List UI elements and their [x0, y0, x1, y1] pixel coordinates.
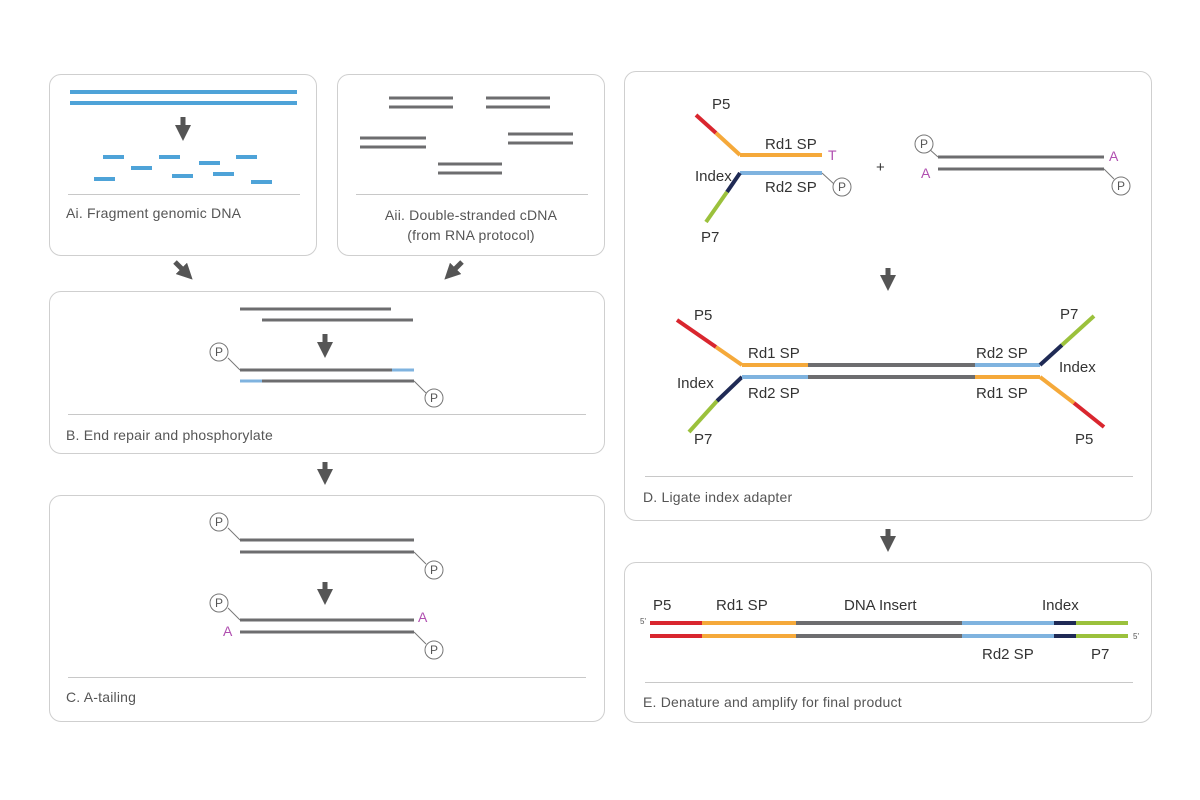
- unrepaired-fragment: [240, 307, 413, 322]
- phosphate-c2-right: P: [424, 640, 444, 660]
- phosphate-insert-right: P: [1111, 176, 1131, 196]
- svg-text:P: P: [215, 345, 223, 359]
- svg-text:P: P: [215, 515, 223, 529]
- caption-c: C. A-tailing: [66, 689, 137, 705]
- svg-text:P5: P5: [653, 597, 671, 614]
- svg-text:5': 5': [640, 617, 646, 626]
- svg-text:P: P: [430, 563, 438, 577]
- panel-d: [624, 71, 1152, 521]
- svg-text:Rd1 SP: Rd1 SP: [716, 597, 768, 614]
- svg-text:Rd1 SP: Rd1 SP: [765, 136, 817, 153]
- svg-text:A: A: [418, 609, 428, 625]
- divider-d: [645, 476, 1133, 477]
- repaired-fragment: [227, 357, 427, 394]
- divider-b: [68, 414, 586, 415]
- svg-text:P5: P5: [1075, 431, 1093, 448]
- phosphate-c2-left: P: [209, 593, 229, 613]
- a-tailed-fragment: A A: [223, 607, 428, 645]
- plus-sign: +: [876, 159, 885, 176]
- svg-text:P: P: [1117, 179, 1125, 193]
- phosphate-b-left: P: [209, 342, 229, 362]
- svg-text:P: P: [215, 596, 223, 610]
- svg-text:P: P: [838, 180, 846, 194]
- divider-ai: [68, 194, 300, 195]
- svg-text:P7: P7: [1060, 306, 1078, 323]
- panel-b: [49, 291, 605, 454]
- ligated-product: P5 Rd1 SP Index Rd2 SP P7 P7 Rd2 SP Inde…: [675, 306, 1106, 448]
- svg-text:Rd1 SP: Rd1 SP: [748, 345, 800, 362]
- caption-aii: Aii. Double-stranded cDNA (from RNA prot…: [337, 205, 605, 245]
- svg-text:Index: Index: [677, 375, 714, 392]
- divider-c: [68, 677, 586, 678]
- phosphate-c1-left: P: [209, 512, 229, 532]
- svg-text:Index: Index: [1042, 597, 1079, 614]
- svg-text:Index: Index: [1059, 359, 1096, 376]
- svg-text:A: A: [1109, 148, 1119, 164]
- svg-text:P: P: [430, 391, 438, 405]
- svg-text:P7: P7: [694, 431, 712, 448]
- panel-e: [624, 562, 1152, 723]
- svg-text:A: A: [921, 165, 931, 181]
- arrow-ai-to-b: [173, 260, 193, 280]
- svg-text:T: T: [828, 147, 837, 163]
- caption-e: E. Denature and amplify for final produc…: [643, 694, 902, 710]
- panel-c: [49, 495, 605, 722]
- cdna-fragments: [360, 96, 573, 175]
- blunt-fragment: [227, 527, 427, 565]
- phosphate-insert-left: P: [914, 134, 934, 154]
- svg-text:Rd2 SP: Rd2 SP: [976, 345, 1028, 362]
- genomic-fragments: [94, 155, 272, 184]
- final-library: 5' 5' P5 Rd1 SP DNA Insert Index Rd2 SP …: [640, 597, 1139, 663]
- svg-text:Rd1 SP: Rd1 SP: [976, 385, 1028, 402]
- phosphate-c1-right: P: [424, 560, 444, 580]
- caption-ai: Ai. Fragment genomic DNA: [66, 205, 242, 221]
- svg-text:Rd2 SP: Rd2 SP: [982, 646, 1034, 663]
- caption-d: D. Ligate index adapter: [643, 489, 793, 505]
- caption-aii-line2: (from RNA protocol): [407, 227, 535, 243]
- divider-e: [645, 682, 1133, 683]
- svg-text:A: A: [223, 623, 233, 639]
- caption-b: B. End repair and phosphorylate: [66, 427, 273, 443]
- svg-text:DNA Insert: DNA Insert: [844, 597, 917, 614]
- svg-text:Index: Index: [695, 168, 732, 185]
- svg-text:P5: P5: [694, 307, 712, 324]
- phosphate-b-right: P: [424, 388, 444, 408]
- svg-text:Rd2 SP: Rd2 SP: [748, 385, 800, 402]
- index-adapter: P5 Rd1 SP T Index Rd2 SP P7: [694, 96, 837, 246]
- svg-text:P7: P7: [701, 229, 719, 246]
- svg-text:P7: P7: [1091, 646, 1109, 663]
- a-tailed-insert: A A: [921, 147, 1119, 181]
- svg-text:P5: P5: [712, 96, 730, 113]
- svg-text:P: P: [920, 137, 928, 151]
- phosphate-adapter: P: [832, 177, 852, 197]
- divider-aii: [356, 194, 588, 195]
- svg-text:5': 5': [1133, 632, 1139, 641]
- caption-aii-line1: Aii. Double-stranded cDNA: [384, 207, 558, 223]
- genomic-dna: [70, 90, 297, 105]
- arrow-aii-to-b: [444, 260, 464, 280]
- svg-text:Rd2 SP: Rd2 SP: [765, 179, 817, 196]
- svg-text:P: P: [430, 643, 438, 657]
